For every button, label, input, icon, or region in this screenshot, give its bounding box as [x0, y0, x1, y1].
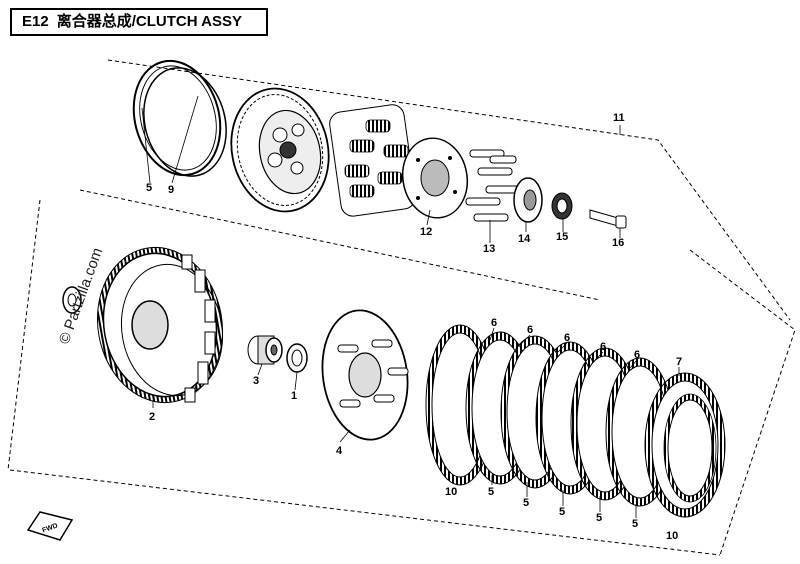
part-13-bolts: [465, 149, 521, 222]
clutch-center-upper: [230, 87, 330, 213]
part-4-clutch-center: [321, 309, 409, 441]
callout-4: 4: [336, 445, 343, 457]
callout-5e: 5: [632, 518, 638, 530]
callout-7: 7: [676, 356, 682, 368]
callout-11: 11: [613, 112, 625, 124]
callout-numbers: 5 9 11 12 13 14 15 16 2 3 1 4 6 6 6 6 6 …: [146, 112, 682, 542]
section-title: 离合器总成/CLUTCH ASSY: [56, 13, 242, 30]
callout-12: 12: [420, 226, 432, 238]
callout-8: 5: [146, 182, 152, 194]
part-1-washer: [286, 343, 308, 373]
part-8-9-rings: [132, 59, 227, 177]
callout-5b: 5: [523, 497, 529, 509]
callout-6a: 6: [491, 317, 497, 329]
callout-1: 1: [291, 390, 297, 402]
upper-group-outline-lower: [79, 189, 601, 301]
diagram-title-box: E12 离合器总成/CLUTCH ASSY: [10, 8, 268, 36]
callout-6e: 6: [634, 349, 640, 361]
part-2-clutch-housing: [96, 246, 224, 404]
clutch-plate-stack: [425, 324, 726, 518]
callout-3: 3: [253, 375, 259, 387]
callout-14: 14: [518, 233, 531, 245]
part-16-push-rod: [589, 209, 627, 229]
part-3-sleeve: [247, 335, 283, 365]
leader-lines: [141, 95, 680, 518]
callout-10a: 10: [445, 486, 457, 498]
callout-2: 2: [149, 411, 155, 423]
section-code: E12: [22, 13, 49, 30]
fwd-direction-arrow: FWD: [26, 511, 74, 541]
callout-10b: 10: [666, 530, 678, 542]
callout-13: 13: [483, 243, 495, 255]
callout-5a: 5: [488, 486, 494, 498]
callout-6b: 6: [527, 324, 533, 336]
callout-6d: 6: [600, 341, 606, 353]
part-14-bearing-plate: [513, 177, 543, 223]
upper-group-outline: [107, 59, 791, 321]
callout-15: 15: [556, 231, 568, 243]
callout-6c: 6: [564, 332, 570, 344]
callout-5c: 5: [559, 506, 565, 518]
part-15-bearing: [551, 192, 573, 220]
lower-group-outline: [7, 199, 796, 556]
part-12-plate: [401, 137, 469, 219]
clutch-springs: [329, 104, 416, 217]
thrust-washer-left: [62, 286, 82, 314]
callout-9: 9: [168, 184, 174, 196]
callout-16: 16: [612, 237, 624, 249]
callout-5d: 5: [596, 512, 602, 524]
